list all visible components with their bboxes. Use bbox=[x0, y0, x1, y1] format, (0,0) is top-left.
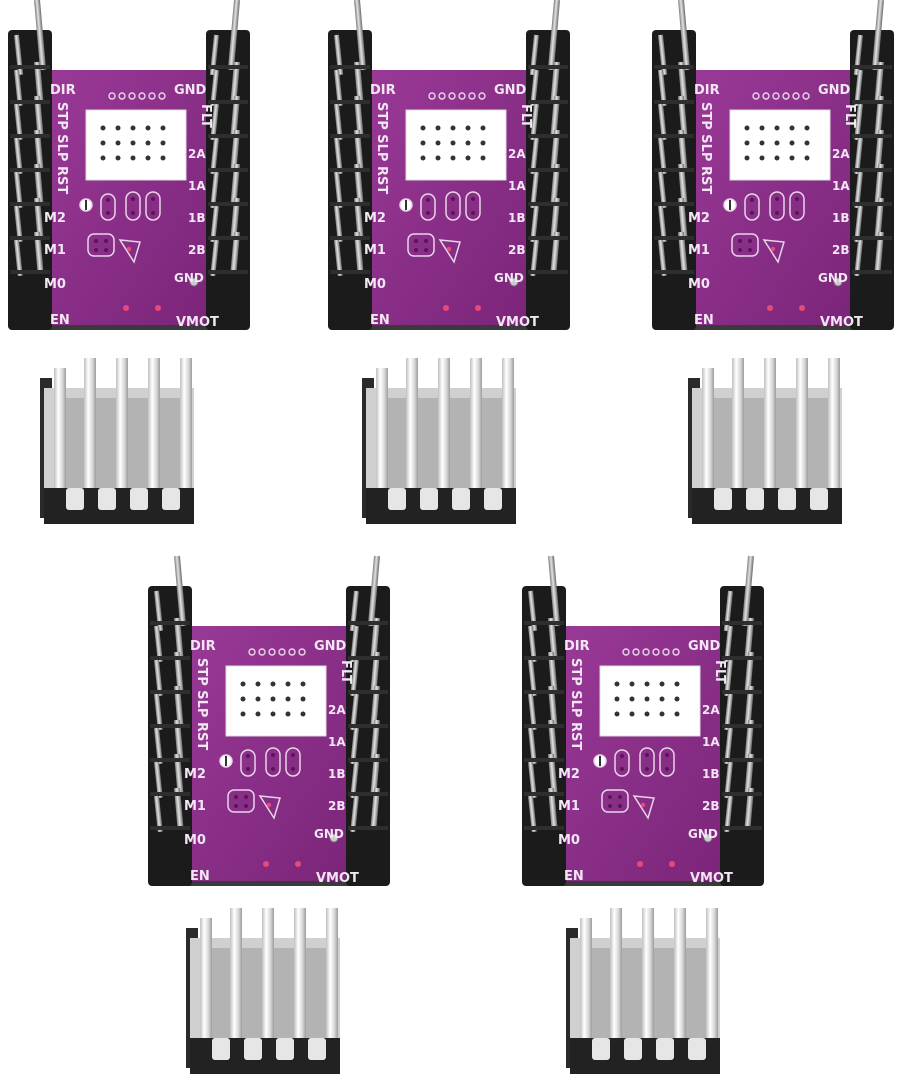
label-gnd-top: GND bbox=[314, 639, 347, 654]
label-m1: M1 bbox=[184, 799, 206, 814]
label-m0: M0 bbox=[688, 277, 710, 292]
label-vmot: VMOT bbox=[496, 315, 539, 330]
label-en: EN bbox=[370, 313, 390, 328]
label-en: EN bbox=[694, 313, 714, 328]
label-gnd-bottom: GND bbox=[314, 827, 344, 841]
label-1a: 1A bbox=[702, 735, 720, 749]
stepper-driver-module-4: DIR GND STP SLP RST FLT 2A 1A 1B 2B GND … bbox=[147, 554, 391, 887]
label-2b: 2B bbox=[328, 799, 346, 813]
label-m0: M0 bbox=[184, 833, 206, 848]
heatsink-1 bbox=[40, 358, 194, 524]
label-1b: 1B bbox=[328, 767, 346, 781]
label-flt: FLT bbox=[518, 104, 533, 128]
label-m2: M2 bbox=[688, 211, 710, 226]
label-stp-slp-rst: STP SLP RST bbox=[54, 102, 69, 194]
label-gnd-top: GND bbox=[688, 639, 721, 654]
label-dir: DIR bbox=[694, 83, 720, 98]
label-gnd-top: GND bbox=[818, 83, 851, 98]
label-stp-slp-rst: STP SLP RST bbox=[194, 658, 209, 750]
label-2a: 2A bbox=[188, 147, 206, 161]
label-gnd-bottom: GND bbox=[818, 271, 848, 285]
label-2b: 2B bbox=[508, 243, 526, 257]
label-1a: 1A bbox=[508, 179, 526, 193]
label-dir: DIR bbox=[370, 83, 396, 98]
stepper-driver-module-5: DIR GND STP SLP RST FLT 2A 1A 1B 2B GND … bbox=[521, 554, 765, 887]
label-m2: M2 bbox=[184, 767, 206, 782]
heatsink-5 bbox=[566, 908, 720, 1074]
label-1b: 1B bbox=[832, 211, 850, 225]
label-gnd-bottom: GND bbox=[174, 271, 204, 285]
label-m2: M2 bbox=[364, 211, 386, 226]
label-m1: M1 bbox=[558, 799, 580, 814]
label-1b: 1B bbox=[508, 211, 526, 225]
label-vmot: VMOT bbox=[176, 315, 219, 330]
label-1b: 1B bbox=[702, 767, 720, 781]
label-2b: 2B bbox=[832, 243, 850, 257]
label-m0: M0 bbox=[558, 833, 580, 848]
stepper-driver-module-1: DIR GND STP SLP RST FLT 2A 1A 1B 2B GND … bbox=[7, 0, 251, 331]
label-2a: 2A bbox=[832, 147, 850, 161]
label-1a: 1A bbox=[328, 735, 346, 749]
label-stp-slp-rst: STP SLP RST bbox=[374, 102, 389, 194]
label-m0: M0 bbox=[44, 277, 66, 292]
label-gnd-top: GND bbox=[494, 83, 527, 98]
label-flt: FLT bbox=[198, 104, 213, 128]
label-flt: FLT bbox=[338, 660, 353, 684]
label-m0: M0 bbox=[364, 277, 386, 292]
label-stp-slp-rst: STP SLP RST bbox=[698, 102, 713, 194]
label-1b: 1B bbox=[188, 211, 206, 225]
label-m2: M2 bbox=[558, 767, 580, 782]
label-stp-slp-rst: STP SLP RST bbox=[568, 658, 583, 750]
label-2a: 2A bbox=[702, 703, 720, 717]
label-en: EN bbox=[50, 313, 70, 328]
label-gnd-top: GND bbox=[174, 83, 207, 98]
label-m1: M1 bbox=[44, 243, 66, 258]
label-1a: 1A bbox=[832, 179, 850, 193]
label-m2: M2 bbox=[44, 211, 66, 226]
label-vmot: VMOT bbox=[690, 871, 733, 886]
label-2b: 2B bbox=[702, 799, 720, 813]
label-2a: 2A bbox=[328, 703, 346, 717]
label-vmot: VMOT bbox=[316, 871, 359, 886]
heatsink-3 bbox=[688, 358, 842, 524]
label-flt: FLT bbox=[842, 104, 857, 128]
heatsink-4 bbox=[186, 908, 340, 1074]
label-dir: DIR bbox=[50, 83, 76, 98]
label-dir: DIR bbox=[564, 639, 590, 654]
label-gnd-bottom: GND bbox=[688, 827, 718, 841]
label-2a: 2A bbox=[508, 147, 526, 161]
label-m1: M1 bbox=[364, 243, 386, 258]
stepper-driver-module-2: DIR GND STP SLP RST FLT 2A 1A 1B 2B GND … bbox=[327, 0, 571, 331]
stepper-driver-module-3: DIR GND STP SLP RST FLT 2A 1A 1B 2B GND … bbox=[651, 0, 895, 331]
label-2b: 2B bbox=[188, 243, 206, 257]
label-flt: FLT bbox=[712, 660, 727, 684]
label-en: EN bbox=[564, 869, 584, 884]
label-dir: DIR bbox=[190, 639, 216, 654]
label-vmot: VMOT bbox=[820, 315, 863, 330]
heatsink-2 bbox=[362, 358, 516, 524]
label-en: EN bbox=[190, 869, 210, 884]
label-1a: 1A bbox=[188, 179, 206, 193]
label-gnd-bottom: GND bbox=[494, 271, 524, 285]
label-m1: M1 bbox=[688, 243, 710, 258]
